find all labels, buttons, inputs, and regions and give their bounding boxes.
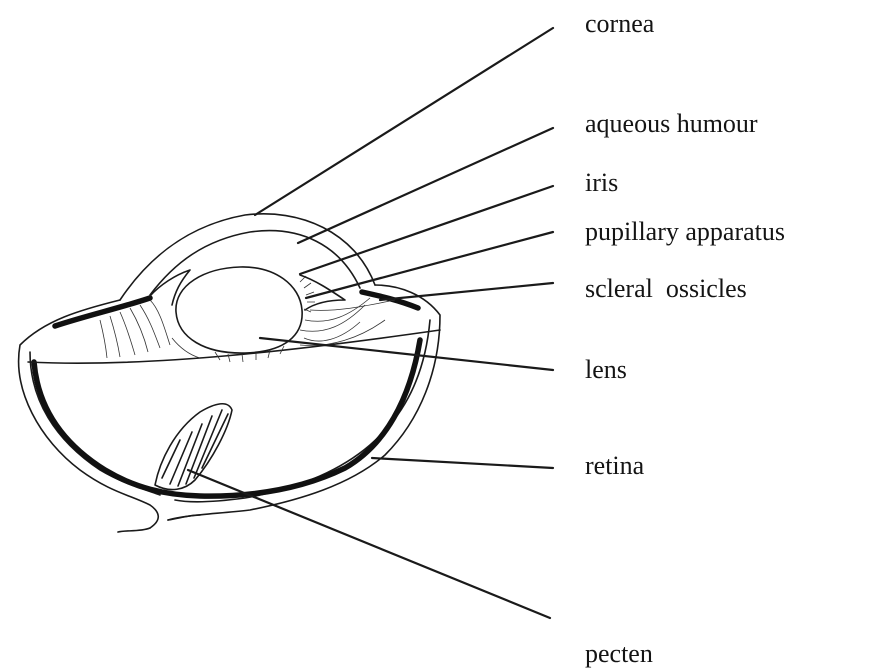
pecten-hatching xyxy=(162,410,228,486)
label-iris: iris xyxy=(585,168,618,197)
leader-scleral-ossicles xyxy=(380,283,553,300)
label-pupillary-apparatus: pupillary apparatus xyxy=(585,217,785,246)
label-aqueous-humour: aqueous humour xyxy=(585,109,758,138)
leader-pupillary-apparatus xyxy=(306,232,553,298)
leader-cornea xyxy=(255,28,553,215)
label-retina: retina xyxy=(585,451,645,480)
label-pecten: pecten xyxy=(585,639,653,668)
labels: cornea aqueous humour iris pupillary app… xyxy=(585,9,785,668)
label-cornea: cornea xyxy=(585,9,655,38)
leader-lines xyxy=(188,28,553,618)
leader-retina xyxy=(372,458,553,468)
label-scleral-ossicles: scleral ossicles xyxy=(585,274,747,303)
leader-lens xyxy=(260,338,553,370)
label-lens: lens xyxy=(585,355,627,384)
sclera-inner xyxy=(30,352,160,495)
ossicle-left xyxy=(55,298,150,326)
leader-aqueous-humour xyxy=(298,128,553,243)
cornea-inner xyxy=(150,231,360,295)
sclera-outer xyxy=(19,300,159,528)
leader-iris xyxy=(300,186,553,274)
section-line xyxy=(28,330,440,363)
leader-pecten xyxy=(188,470,550,618)
eye-drawing xyxy=(19,214,440,532)
